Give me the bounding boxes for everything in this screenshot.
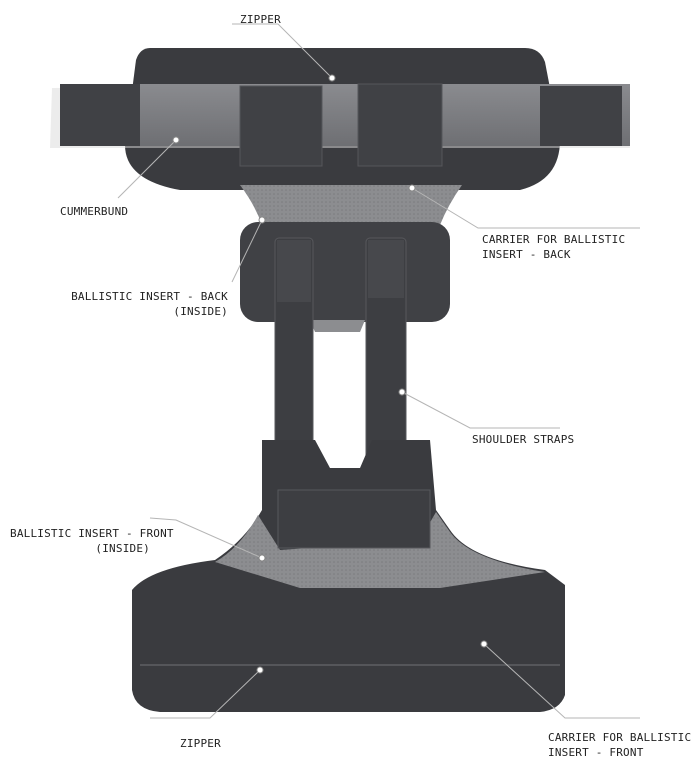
label-carrier-back: CARRIER FOR BALLISTIC INSERT - BACK [482, 232, 625, 262]
leader-zipper-top [232, 23, 333, 79]
label-cummerbund-text: CUMMERBUND [60, 205, 129, 218]
back-mesh-panel [240, 185, 462, 225]
label-carrier-back-line2: INSERT - BACK [482, 248, 571, 261]
carrier-front [132, 440, 565, 712]
label-insert-front-line2: (INSIDE) [95, 542, 150, 555]
leader-zipper-bottom [150, 669, 261, 719]
dot-zipper-bottom [256, 666, 264, 674]
label-zipper-bottom: ZIPPER [180, 736, 221, 751]
leader-lines [117, 23, 640, 719]
leader-cummerbund [117, 139, 177, 199]
dot-insert-front [258, 554, 266, 562]
leader-carrier-front [483, 643, 640, 719]
leader-insert-back [231, 219, 263, 283]
front-mesh-panel [215, 512, 545, 588]
dot-zipper-top [328, 74, 336, 82]
dot-carrier-back [408, 184, 416, 192]
label-carrier-front: CARRIER FOR BALLISTIC INSERT - FRONT [548, 730, 691, 760]
dot-shoulder-straps [398, 388, 406, 396]
dot-insert-back [258, 216, 266, 224]
cummerbund [50, 83, 630, 167]
label-cummerbund: CUMMERBUND [60, 204, 128, 219]
label-insert-back: BALLISTIC INSERT - BACK (INSIDE) [52, 289, 228, 319]
label-zipper-top: ZIPPER [240, 12, 281, 27]
leader-shoulder-straps [401, 391, 560, 429]
leader-insert-front [149, 517, 263, 559]
label-carrier-front-line2: INSERT - FRONT [548, 746, 644, 759]
label-carrier-back-line1: CARRIER FOR BALLISTIC [482, 233, 626, 246]
label-shoulder-straps-text: SHOULDER STRAPS [472, 433, 575, 446]
label-insert-back-line2: (INSIDE) [173, 305, 228, 318]
leader-carrier-back [411, 187, 640, 229]
label-zipper-top-text: ZIPPER [240, 13, 281, 26]
label-zipper-bottom-text: ZIPPER [180, 737, 221, 750]
label-carrier-front-line1: CARRIER FOR BALLISTIC [548, 731, 692, 744]
label-insert-front-line1: BALLISTIC INSERT - FRONT [10, 527, 174, 540]
dot-cummerbund [172, 136, 180, 144]
label-insert-back-line1: BALLISTIC INSERT - BACK [71, 290, 228, 303]
label-insert-front: BALLISTIC INSERT - FRONT (INSIDE) [10, 526, 174, 556]
dot-carrier-front [480, 640, 488, 648]
label-shoulder-straps: SHOULDER STRAPS [472, 432, 574, 447]
